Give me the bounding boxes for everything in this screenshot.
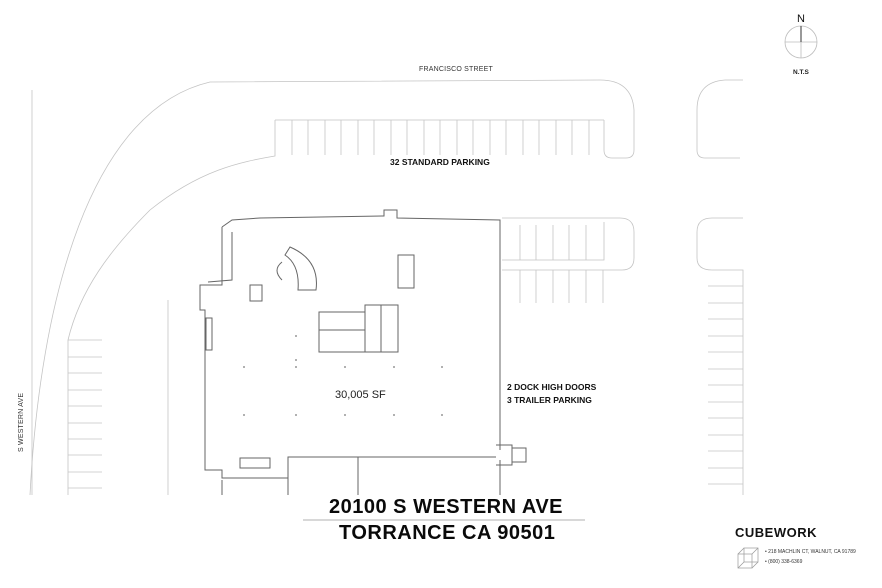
company-phone-text: (800) 338-6369 — [768, 559, 803, 565]
company-address: • 218 MACHLIN CT, WALNUT, CA 91789 — [765, 549, 856, 555]
address-line-1: 20100 S WESTERN AVE — [329, 496, 564, 518]
company-name: CUBEWORK — [735, 525, 817, 540]
scale-label: N.T.S — [793, 69, 809, 76]
north-arrow-icon — [784, 25, 818, 59]
trailer-parking-label: 3 TRAILER PARKING — [507, 395, 592, 405]
building-area-label: 30,005 SF — [335, 389, 386, 401]
north-parking-lot — [67, 119, 604, 495]
far-east-lot — [696, 79, 743, 159]
east-parking-stalls — [519, 225, 604, 303]
street-curb-north — [29, 79, 635, 496]
bullet: • — [765, 549, 767, 555]
address-line-2: TORRANCE CA 90501 — [339, 522, 556, 544]
far-east-parking-stalls — [708, 285, 743, 485]
dock-doors-label: 2 DOCK HIGH DOORS — [507, 382, 597, 392]
north-parking-label: 32 STANDARD PARKING — [390, 157, 490, 167]
bullet: • — [765, 559, 767, 565]
north-label: N — [797, 13, 805, 25]
company-address-text: 218 MACHLIN CT, WALNUT, CA 91789 — [768, 549, 856, 555]
company-phone: • (800) 338-6369 — [765, 559, 802, 565]
west-parking-stalls — [68, 339, 102, 489]
east-parking-lot — [502, 217, 635, 271]
building-floor-plan — [199, 209, 527, 495]
street-label-western: S WESTERN AVE — [18, 392, 25, 452]
street-label-francisco: FRANCISCO STREET — [419, 66, 493, 73]
north-parking-stalls — [291, 120, 590, 155]
cube-logo-icon — [737, 547, 759, 569]
